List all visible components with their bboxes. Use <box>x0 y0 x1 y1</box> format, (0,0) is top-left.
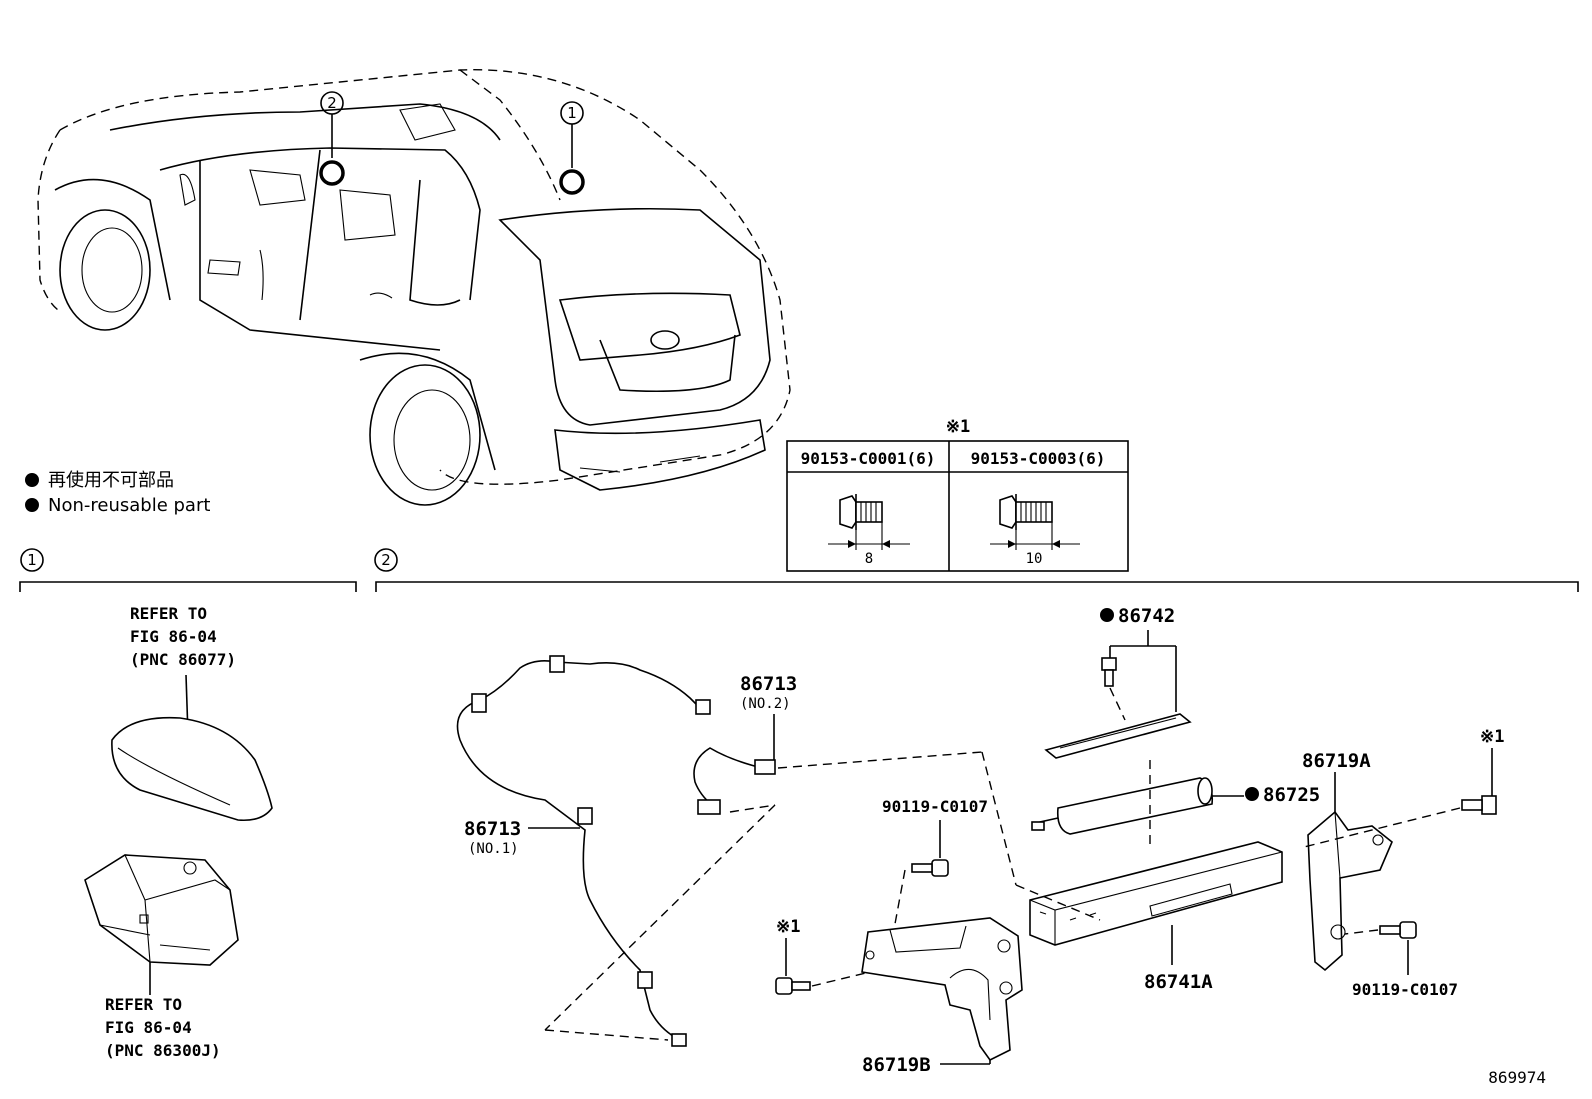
callout-1-label: 1 <box>567 104 577 122</box>
part-86713-no2-label: 86713 <box>740 673 797 695</box>
note-kome-left: ※1 <box>776 917 800 937</box>
bracket-86719A <box>1307 810 1393 972</box>
part-86725-label: 86725 <box>1263 784 1320 806</box>
part-90119-lower-label: 90119-C0107 <box>1352 980 1458 999</box>
section-2: 2 86742 86725 86719A <box>374 548 1579 1076</box>
part-90119-upper-label: 90119-C0107 <box>882 797 988 816</box>
part-86713-no1-label: 86713 <box>464 818 521 840</box>
fastener-table: ※1 90153-C0001(6) 90153-C0003(6) 8 <box>786 417 1129 572</box>
flange-bolt-icon <box>828 494 910 550</box>
screw-86742 <box>1101 657 1117 687</box>
module-86741A <box>1029 841 1283 946</box>
part-86742-label: 86742 <box>1118 605 1175 627</box>
shark-fin-antenna <box>111 716 273 822</box>
part-86713-no2-sub: (NO.2) <box>740 696 791 712</box>
vehicle-illustration <box>37 69 791 506</box>
harness-86713-no1 <box>456 655 711 1047</box>
fastener-1-part-number: 90153-C0001(6) <box>801 449 936 468</box>
bolt-90119-lower <box>1379 921 1417 939</box>
fastener-1-length: 8 <box>865 551 873 567</box>
fastener-2-length: 10 <box>1026 551 1043 567</box>
part-86741A-label: 86741A <box>1144 971 1213 993</box>
non-reusable-dot-icon <box>1100 608 1114 622</box>
bracket-86719B <box>861 917 1023 1062</box>
fastener-2-part-number: 90153-C0003(6) <box>971 449 1106 468</box>
legend-en: Non-reusable part <box>48 495 210 516</box>
part-86719B-label: 86719B <box>862 1054 931 1076</box>
section-2-label: 2 <box>381 551 391 569</box>
filled-dot-icon <box>25 498 39 512</box>
refer-top-line3: (PNC 86077) <box>130 650 236 669</box>
antenna-base <box>84 854 239 966</box>
refer-bottom-line2: FIG 86-04 <box>105 1018 192 1037</box>
bolt-90119-upper <box>911 859 949 877</box>
refer-top-line1: REFER TO <box>130 604 207 623</box>
figure-number: 869974 <box>1488 1068 1546 1087</box>
section-1: 1 REFER TO FIG 86-04 (PNC 86077) REFER T… <box>19 548 357 1060</box>
callout-1-marker: 1 <box>559 101 585 195</box>
refer-bottom-line1: REFER TO <box>105 995 182 1014</box>
callout-2-marker: 2 <box>319 91 345 186</box>
filled-dot-icon <box>25 473 39 487</box>
note-kome-right: ※1 <box>1480 727 1504 747</box>
legend-jp: 再使用不可部品 <box>48 470 174 491</box>
pad-86742 <box>1044 713 1192 759</box>
callout-2-label: 2 <box>327 94 337 112</box>
bolt-right <box>1461 795 1497 815</box>
non-reusable-dot-icon <box>1245 787 1259 801</box>
cylinder-86725 <box>1031 777 1214 835</box>
refer-bottom-line3: (PNC 86300J) <box>105 1041 221 1060</box>
bolt-left <box>775 977 811 995</box>
part-86713-no1-sub: (NO.1) <box>468 841 519 857</box>
table-note: ※1 <box>946 417 970 437</box>
refer-top-line2: FIG 86-04 <box>130 627 217 646</box>
flange-bolt-icon <box>990 494 1080 550</box>
part-86719A-label: 86719A <box>1302 750 1371 772</box>
harness-86713-no2 <box>693 747 776 815</box>
section-1-label: 1 <box>27 551 37 569</box>
legend: 再使用不可部品 Non-reusable part <box>25 470 210 516</box>
